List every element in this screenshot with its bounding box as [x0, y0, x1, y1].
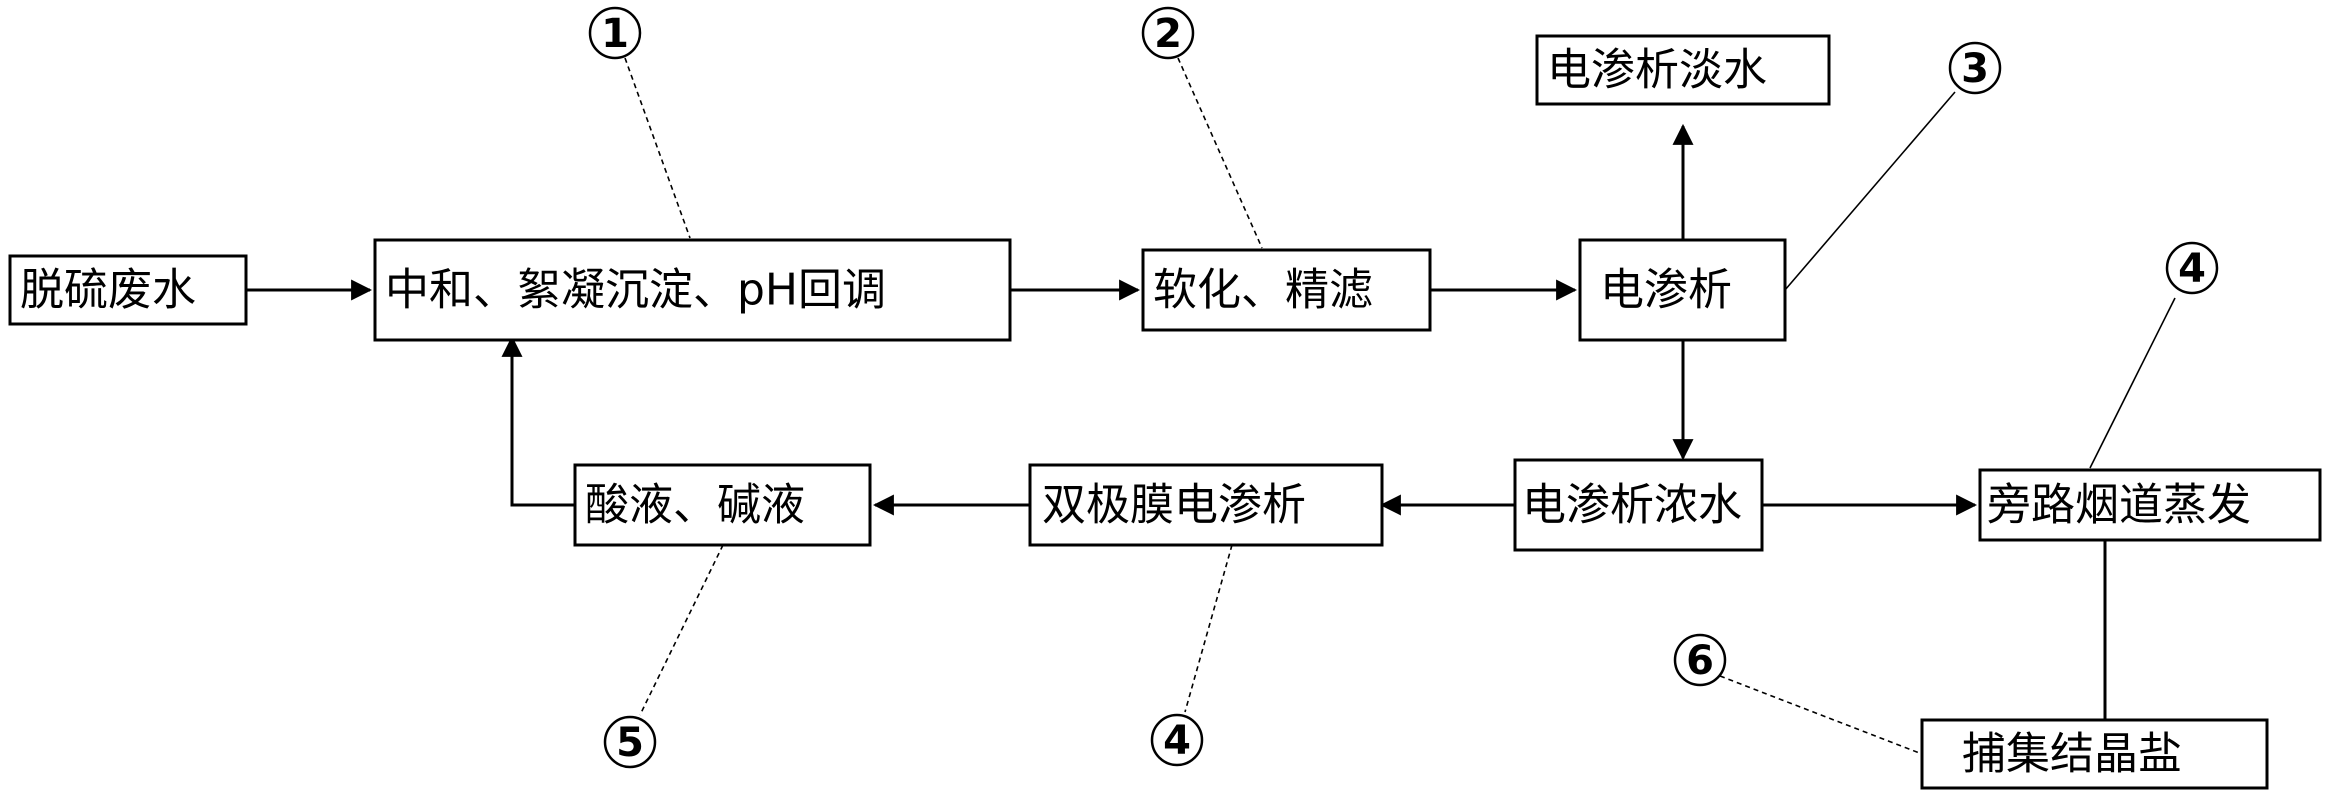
- callout-4a-label: 4: [2178, 246, 2206, 292]
- node-conc-label: 电渗析浓水: [1522, 480, 1742, 531]
- node-acidbase: 酸液、碱液: [573, 463, 872, 547]
- callout-6: 6: [1673, 633, 1727, 687]
- callout-1-label: 1: [601, 11, 629, 57]
- node-wastewater-label: 脱硫废水: [20, 265, 196, 316]
- node-bped-label: 双极膜电渗析: [1042, 480, 1306, 531]
- node-fresh-label: 电渗析淡水: [1547, 45, 1767, 96]
- leader-c4a: [2089, 297, 2176, 469]
- node-wastewater: 脱硫废水: [8, 254, 248, 326]
- leader-c6: [1719, 675, 1923, 755]
- callout-3: 3: [1948, 41, 2002, 95]
- callout-leaders: [624, 57, 2176, 755]
- leader-c5: [639, 544, 724, 716]
- callout-3-label: 3: [1961, 46, 1989, 92]
- leader-c2: [1177, 57, 1263, 249]
- callout-2: 2: [1141, 6, 1195, 60]
- node-fresh: 电渗析淡水: [1535, 34, 1831, 106]
- node-salt-label: 捕集结晶盐: [1962, 729, 2182, 780]
- callout-4b-label: 4: [1163, 718, 1191, 764]
- callout-5-label: 5: [616, 720, 644, 766]
- node-acidbase-label: 酸液、碱液: [585, 480, 805, 531]
- node-conc: 电渗析浓水: [1513, 458, 1764, 552]
- callout-4b: 4: [1150, 713, 1204, 767]
- node-soften-label: 软化、精滤: [1153, 265, 1373, 316]
- callout-5: 5: [603, 715, 657, 769]
- node-salt: 捕集结晶盐: [1920, 718, 2269, 790]
- leader-c4b: [1184, 544, 1233, 713]
- leader-c3: [1784, 91, 1956, 291]
- leader-c1: [624, 57, 691, 239]
- callout-1: 1: [588, 6, 642, 60]
- callout-6-label: 6: [1686, 638, 1714, 684]
- callout-4a: 4: [2165, 241, 2219, 295]
- node-soften: 软化、精滤: [1141, 248, 1432, 332]
- flow-connectors: [246, 123, 2107, 720]
- node-ed: 电渗析: [1578, 238, 1787, 342]
- arrow-acidbase-to-pretreat: [501, 335, 575, 507]
- node-evap: 旁路烟道蒸发: [1978, 468, 2322, 542]
- node-bped: 双极膜电渗析: [1028, 463, 1384, 547]
- node-evap-label: 旁路烟道蒸发: [1987, 480, 2251, 531]
- node-pretreat: 中和、絮凝沉淀、pH回调: [373, 238, 1012, 342]
- callout-2-label: 2: [1154, 11, 1182, 57]
- node-pretreat-label: 中和、絮凝沉淀、pH回调: [385, 265, 886, 316]
- node-ed-label: 电渗析: [1600, 265, 1732, 316]
